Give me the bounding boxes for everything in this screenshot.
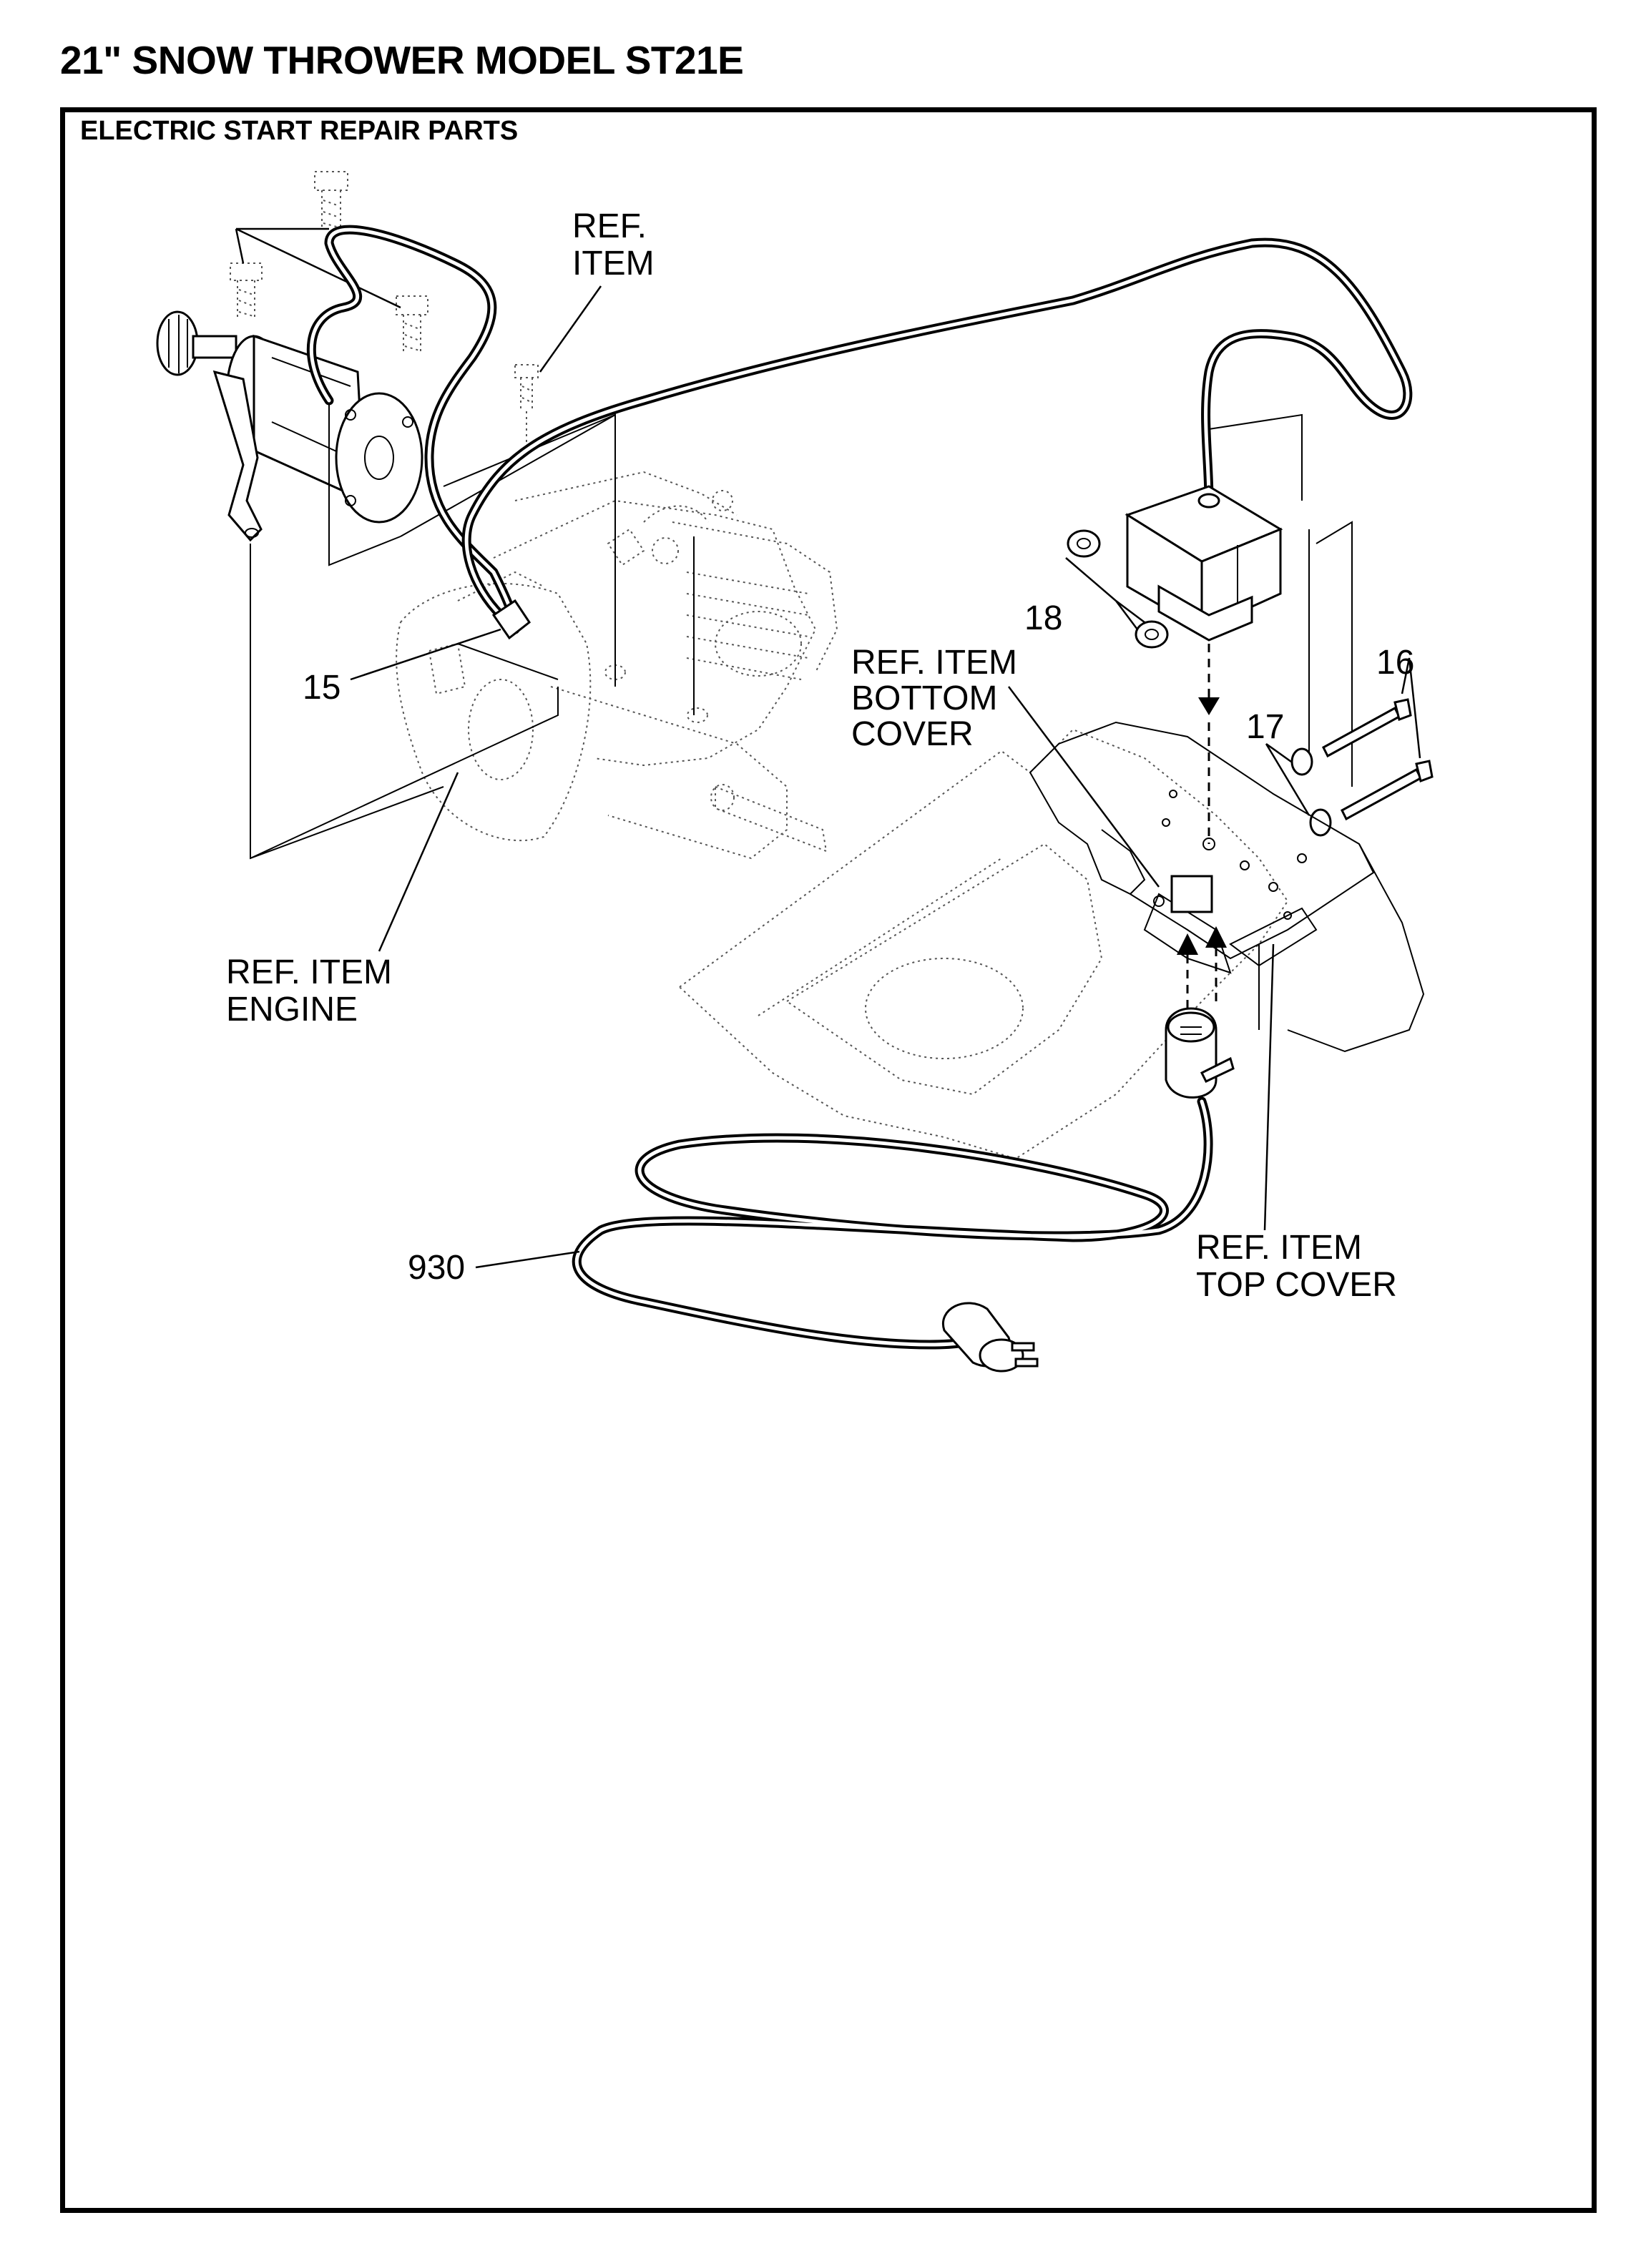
ref-item-label-line1: REF. bbox=[572, 207, 647, 245]
callout-930: 930 bbox=[408, 1249, 580, 1287]
callout-ref-item: REF. ITEM bbox=[539, 207, 655, 373]
assembly-arrow-down bbox=[1198, 644, 1220, 844]
power-cord bbox=[572, 1007, 1235, 1373]
top-cover-label-line1: REF. ITEM bbox=[1196, 1229, 1362, 1267]
engine-label-line2: ENGINE bbox=[226, 991, 358, 1029]
callout-16: 16 bbox=[1376, 644, 1414, 682]
starter-motor bbox=[156, 310, 423, 542]
bottom-cover-label-line2: BOTTOM bbox=[851, 679, 997, 717]
part-18-label: 18 bbox=[1024, 599, 1062, 637]
engine-ghost bbox=[396, 471, 838, 860]
part-15-label: 15 bbox=[303, 669, 341, 707]
top-cover-label-line2: TOP COVER bbox=[1196, 1266, 1397, 1304]
ref-item-label-line2: ITEM bbox=[572, 245, 655, 283]
bottom-cover-label-line3: COVER bbox=[851, 715, 974, 753]
part-17-label: 17 bbox=[1246, 708, 1284, 746]
callout-top-cover: REF. ITEM TOP COVER bbox=[1196, 943, 1397, 1304]
callout-15: 15 bbox=[303, 628, 501, 707]
starter-wire bbox=[306, 225, 1413, 640]
top-cover bbox=[1029, 721, 1425, 1053]
callout-engine: REF. ITEM ENGINE bbox=[226, 772, 459, 1029]
nuts bbox=[1065, 529, 1169, 649]
switch-box bbox=[1125, 413, 1353, 787]
screws-and-washers bbox=[1265, 657, 1434, 837]
page-title: 21" SNOW THROWER MODEL ST21E bbox=[60, 38, 744, 82]
diagram-frame bbox=[60, 107, 1597, 2213]
assembly-arrow-up bbox=[1177, 926, 1227, 1008]
section-title: ELECTRIC START REPAIR PARTS bbox=[80, 116, 519, 146]
callout-18: 18 bbox=[1024, 599, 1062, 637]
bottom-cover-label-line1: REF. ITEM bbox=[851, 644, 1017, 682]
part-930-label: 930 bbox=[408, 1249, 465, 1287]
callout-17: 17 bbox=[1246, 708, 1284, 746]
part-16-label: 16 bbox=[1376, 644, 1414, 682]
engine-label-line1: REF. ITEM bbox=[226, 953, 392, 991]
alignment-lines bbox=[250, 401, 695, 860]
starter-bolts bbox=[230, 171, 539, 443]
callout-bottom-cover: REF. ITEM BOTTOM COVER bbox=[851, 644, 1160, 888]
